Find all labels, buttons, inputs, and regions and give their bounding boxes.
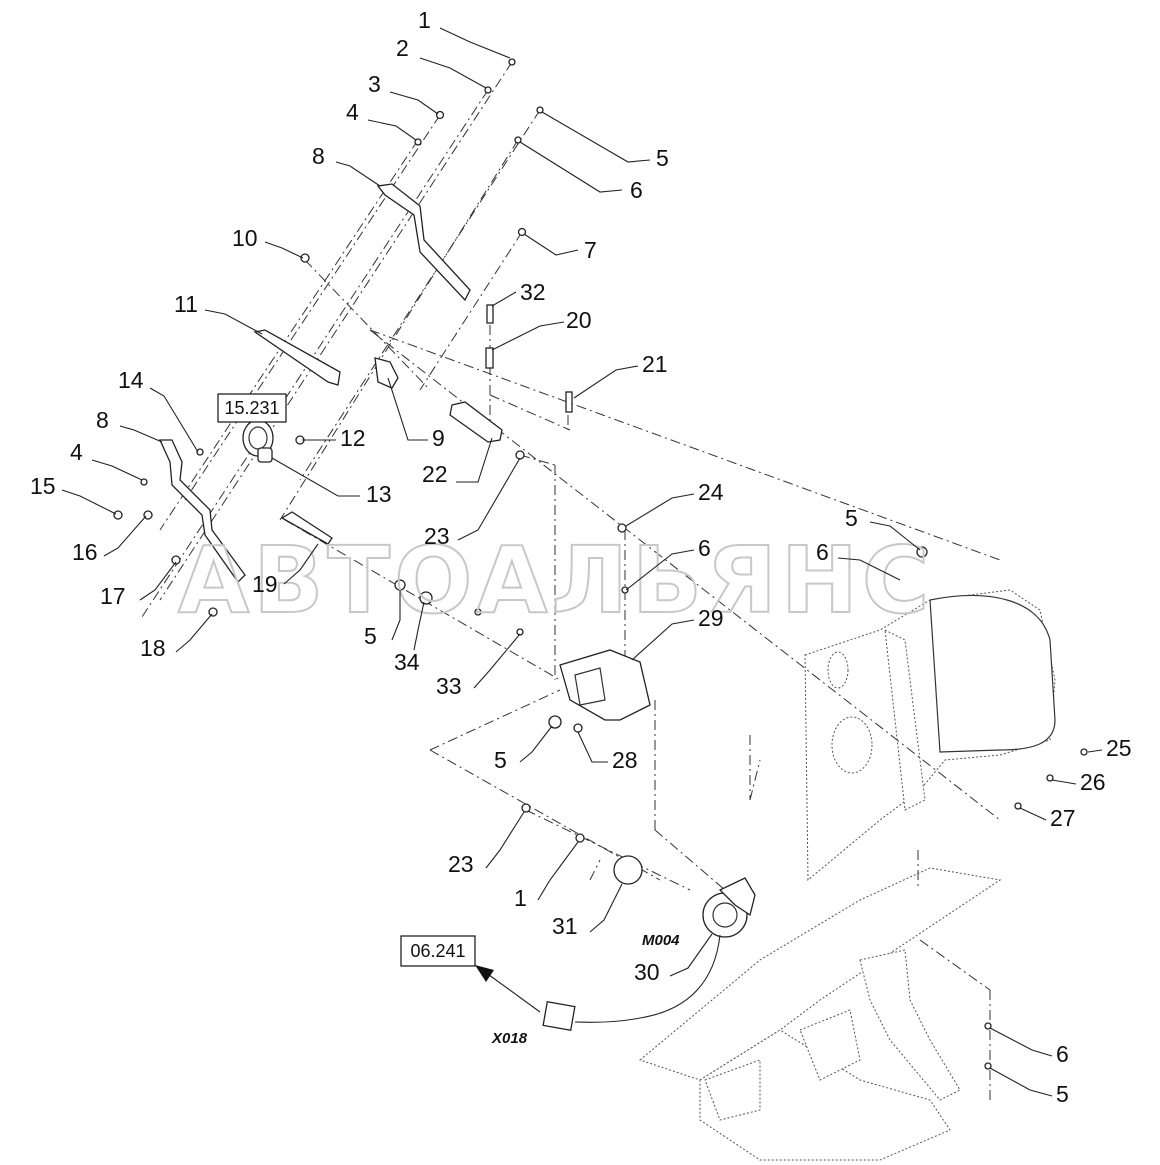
callout-label: 10: [232, 225, 258, 251]
callout-label: 17: [100, 583, 126, 609]
svg-text:15.231: 15.231: [224, 398, 279, 418]
callout-label: 6: [1056, 1041, 1069, 1067]
callout-label: 19: [252, 571, 278, 597]
callout-label: 18: [140, 635, 166, 661]
callout-label: 27: [1050, 805, 1076, 831]
callout-label: 1: [514, 885, 527, 911]
callout-label: 5: [494, 747, 507, 773]
callout-label: 22: [422, 461, 448, 487]
callout-label: 25: [1106, 735, 1132, 761]
callout-label: 6: [630, 177, 643, 203]
code-x018: X018: [491, 1030, 528, 1047]
callout-label: 12: [340, 425, 366, 451]
callout-label: 6: [816, 539, 829, 565]
callout-label: 9: [432, 425, 445, 451]
callout-label: 30: [634, 959, 660, 985]
callout-label: 13: [366, 481, 392, 507]
callout-label: 4: [70, 439, 83, 465]
callout-label: 20: [566, 307, 592, 333]
callout-label: 28: [612, 747, 638, 773]
reference-box-15231: 15.231: [217, 393, 287, 423]
callout-label: 5: [364, 623, 377, 649]
callout-label: 7: [584, 237, 597, 263]
watermark: АВТОАЛЬЯНС: [178, 527, 933, 634]
callout-label: 29: [698, 605, 724, 631]
svg-text:06.241: 06.241: [410, 941, 465, 961]
reference-box-06241: 06.241: [400, 935, 476, 967]
callout-label: 34: [394, 649, 420, 675]
callout-label: 31: [552, 913, 578, 939]
callout-label: 26: [1080, 769, 1106, 795]
callout-label: 5: [1056, 1081, 1069, 1107]
callout-label: 32: [520, 279, 546, 305]
callout-label: 6: [698, 535, 711, 561]
callout-label: 21: [642, 351, 668, 377]
callout-label: 2: [396, 35, 409, 61]
callout-label: 8: [312, 143, 325, 169]
callout-label: 15: [30, 473, 56, 499]
callout-label: 1: [418, 7, 431, 33]
callout-label: 4: [346, 99, 359, 125]
callout-label: 5: [656, 145, 669, 171]
callout-label: 8: [96, 407, 109, 433]
machine-frame: [638, 589, 1056, 1161]
callout-label: 5: [845, 505, 858, 531]
parts: [113, 58, 1088, 1070]
assembly-lines: [139, 61, 1001, 1100]
callout-label: 23: [448, 851, 474, 877]
callout-label: 3: [368, 71, 381, 97]
callout-label: 33: [436, 673, 462, 699]
callout-label: 11: [174, 291, 198, 317]
callout-label: 16: [72, 539, 98, 565]
code-m004: M004: [642, 932, 680, 949]
callout-label: 14: [118, 367, 144, 393]
callouts: 1 2 3 4 5 6 8 10 7 32 11 20 21: [30, 7, 1132, 1107]
callout-label: 24: [698, 479, 724, 505]
callout-label: 23: [424, 523, 450, 549]
